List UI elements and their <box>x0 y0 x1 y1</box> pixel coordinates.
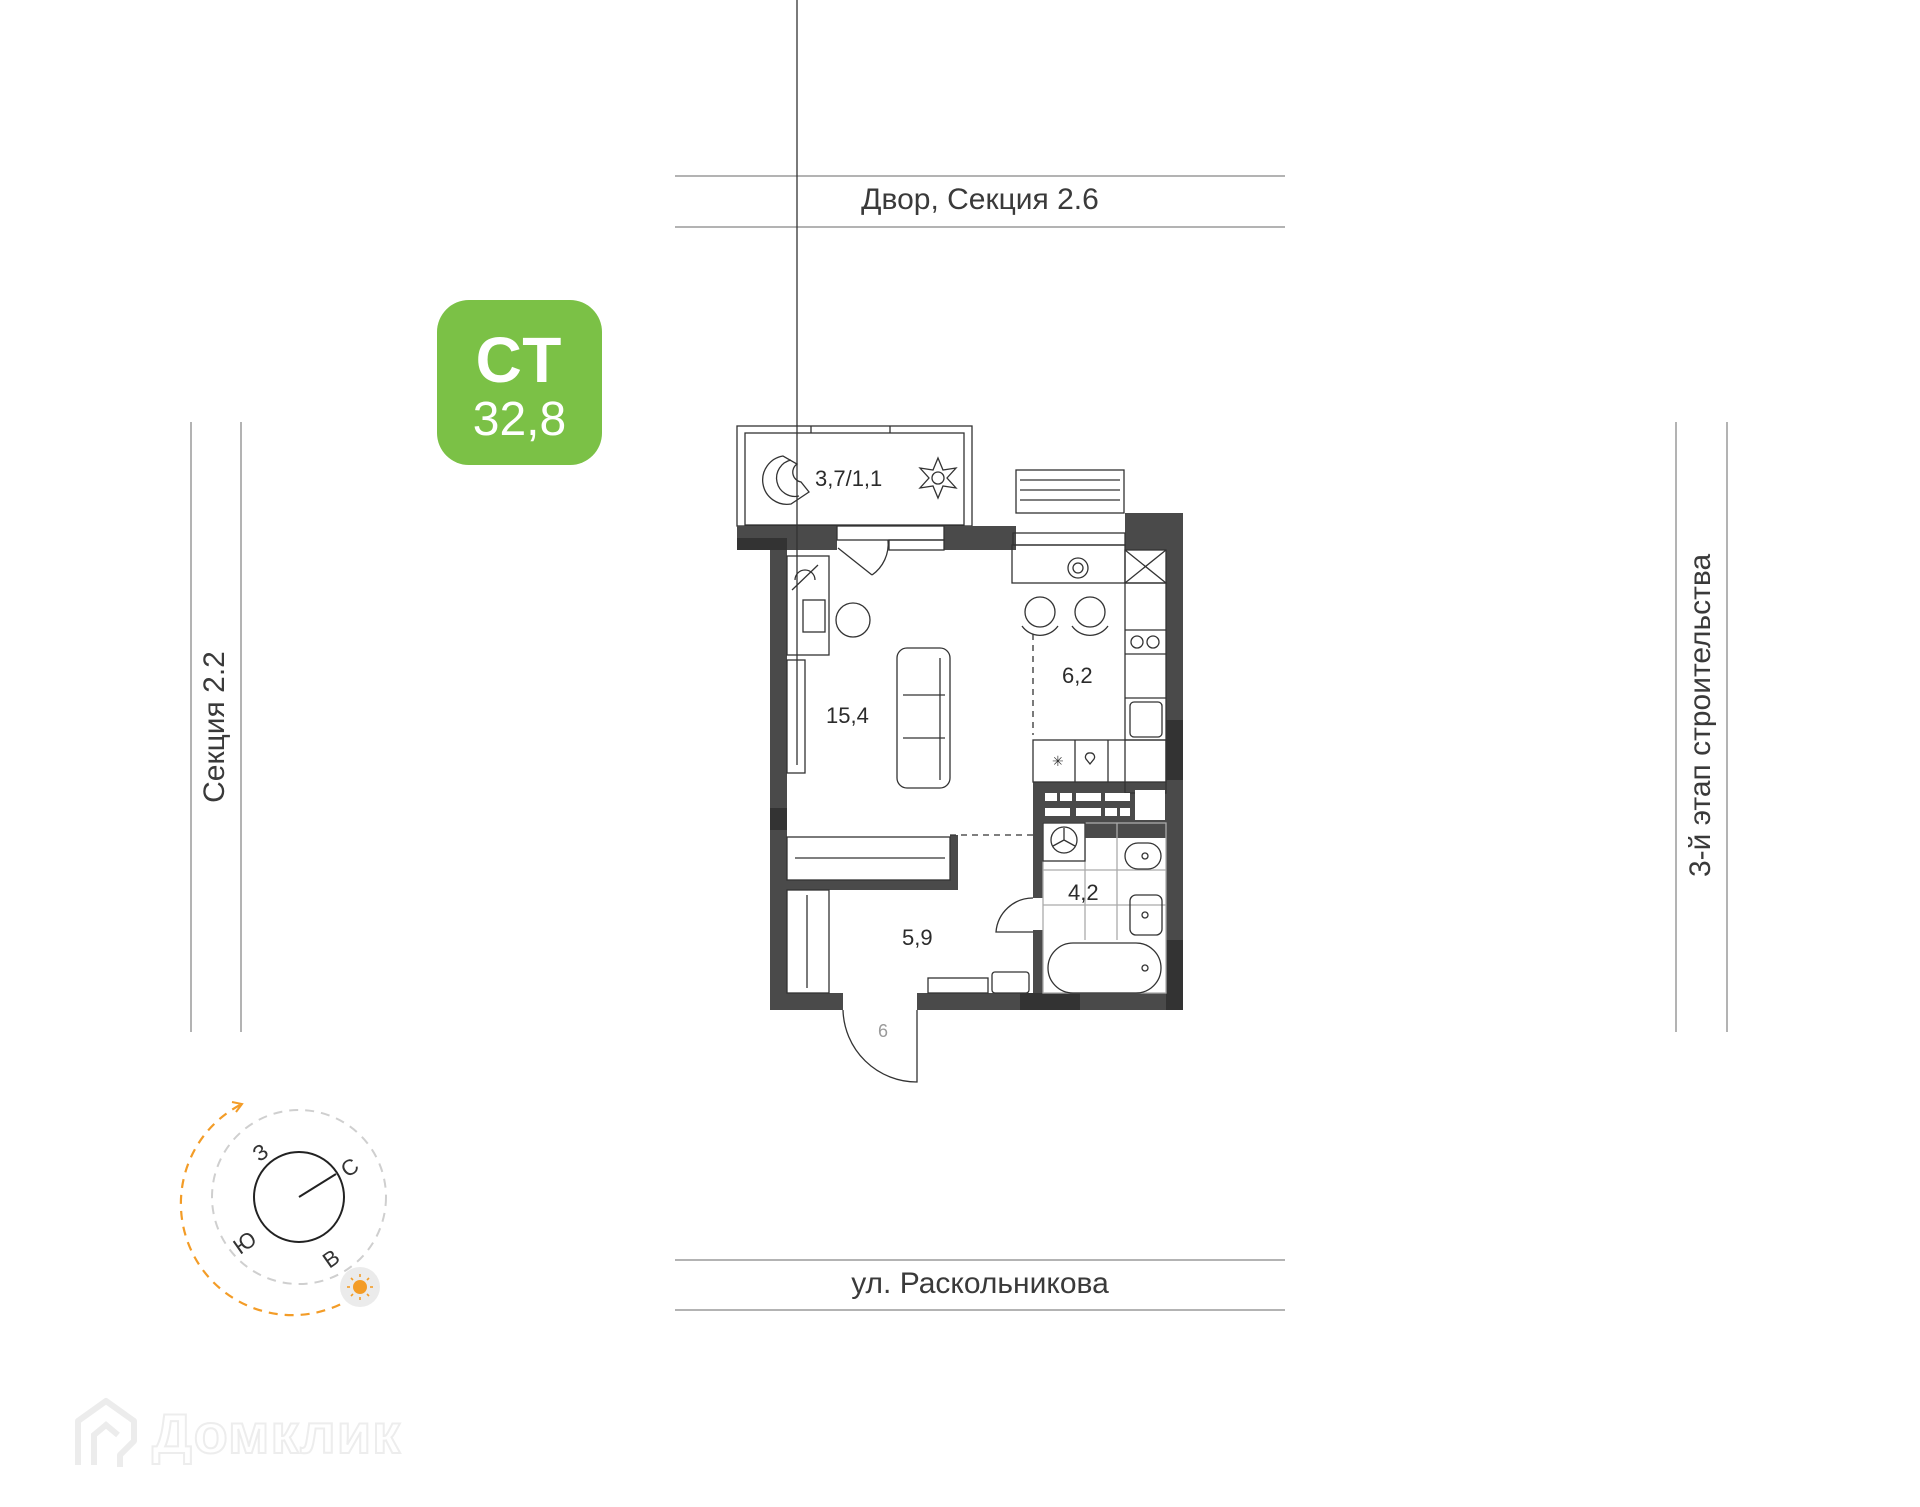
balcony-area: 3,7/1,1 <box>815 466 883 491</box>
plant-icon <box>918 456 958 500</box>
kitchen-area: 6,2 <box>1062 663 1093 688</box>
apartment-type-badge: СТ 32,8 <box>437 300 602 465</box>
bottom-street-label: ул. Раскольникова <box>851 1267 1109 1300</box>
bottom-boundary-line-2 <box>675 1309 1285 1311</box>
house-logo-icon <box>75 1398 137 1467</box>
apartment-total-area: 32,8 <box>472 393 567 446</box>
apartment-number: 6 <box>878 1021 889 1041</box>
bottom-boundary-line-1 <box>675 1259 1285 1261</box>
top-boundary-line-2 <box>675 226 1285 228</box>
watermark-text: Домклик <box>151 1401 402 1466</box>
top-surrounding-label: Двор, Секция 2.6 <box>861 183 1099 216</box>
right-boundary-line-2 <box>1726 422 1728 1032</box>
right-boundary-line-1 <box>1675 422 1677 1032</box>
living-room-area: 15,4 <box>826 703 869 728</box>
sun-icon <box>340 1267 380 1307</box>
top-boundary-line-1 <box>675 175 1285 177</box>
compass <box>179 1101 387 1317</box>
left-boundary-line-2 <box>240 422 242 1032</box>
svg-text:✳: ✳ <box>1052 753 1064 769</box>
hallway-area: 5,9 <box>902 925 933 950</box>
bathroom-area: 4,2 <box>1068 880 1099 905</box>
left-boundary-line-1 <box>190 422 192 1032</box>
apartment-type: СТ <box>475 324 564 396</box>
walls <box>737 513 1183 1010</box>
watermark-logo: Домклик <box>70 1395 401 1471</box>
